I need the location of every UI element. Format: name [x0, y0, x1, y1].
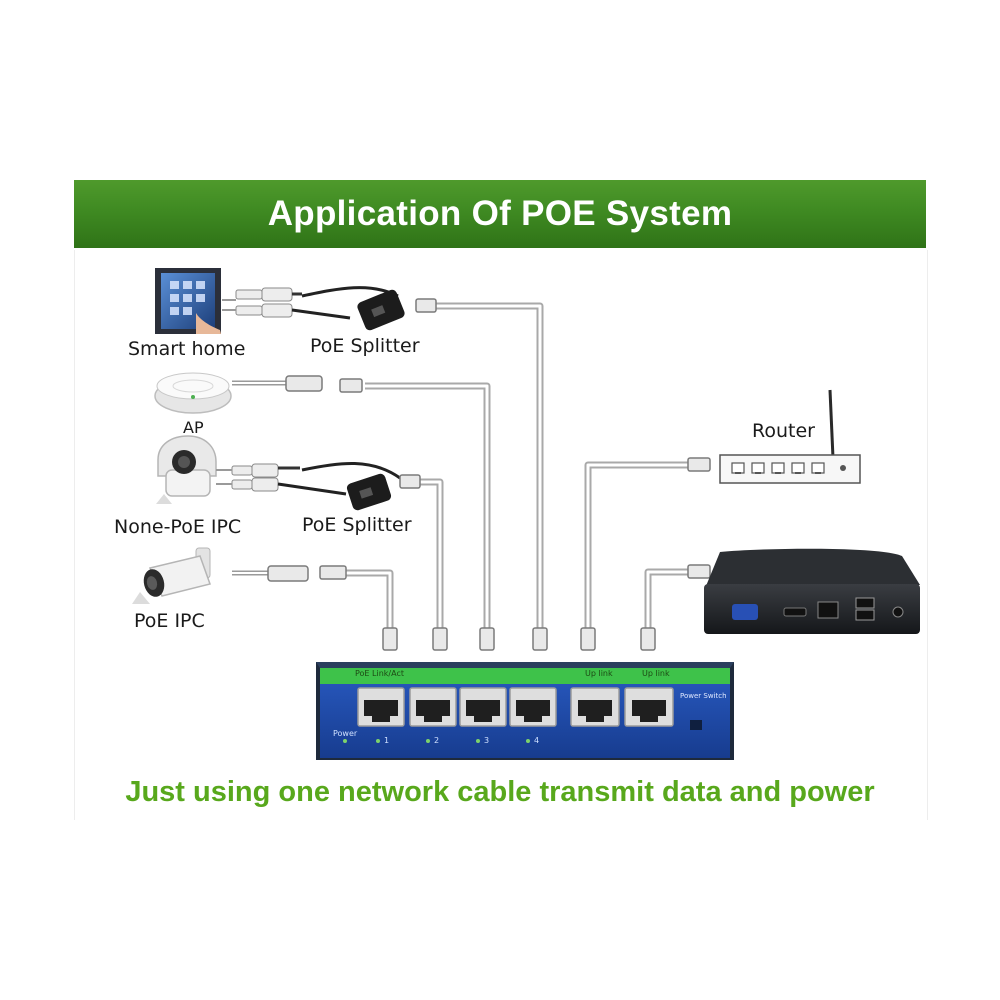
none-poe-ipc-device	[156, 435, 279, 504]
switch-port-label-2: 2	[434, 736, 440, 745]
nvr-device	[704, 548, 920, 634]
ap-device	[154, 372, 232, 414]
switch-poe-label: PoE Link/Act	[355, 669, 404, 678]
cable-poe-ipc	[345, 569, 394, 630]
cable-nvr	[644, 568, 690, 630]
switch-uplink-label-2: Up link	[642, 669, 670, 678]
label-poe-splitter-1: PoE Splitter	[310, 335, 420, 357]
poe-ipc-device	[132, 547, 211, 604]
cable-router	[584, 461, 690, 630]
footer-caption: Just using one network cable transmit da…	[125, 776, 875, 808]
smart-home-device	[155, 268, 293, 334]
network-cables	[232, 286, 690, 630]
label-none-poe-ipc: None-PoE IPC	[114, 516, 242, 538]
router-device	[719, 389, 861, 484]
label-poe-ipc: PoE IPC	[134, 610, 205, 632]
rj45-plugs	[267, 298, 711, 651]
switch-green-strip	[320, 664, 730, 684]
label-poe-splitter-2: PoE Splitter	[302, 514, 412, 536]
poe-splitter-2	[277, 466, 392, 511]
diagram-frame	[74, 250, 928, 820]
switch-port-label-3: 3	[484, 736, 490, 745]
label-ap: AP	[183, 418, 204, 437]
cable-none-poe-ipc	[415, 478, 444, 630]
poe-switch	[316, 662, 734, 760]
switch-ports	[357, 687, 674, 727]
title-banner: Application Of POE System	[74, 180, 926, 248]
switch-port-label-1: 1	[384, 736, 390, 745]
switch-port-label-4: 4	[534, 736, 540, 745]
poe-splitter-1	[291, 289, 405, 331]
page-title: Application Of POE System	[267, 194, 733, 233]
label-smart-home: Smart home	[128, 338, 246, 360]
switch-uplink-label-1: Up link	[585, 669, 613, 678]
cable-ap	[365, 382, 491, 630]
switch-model-text: Power Switch	[680, 692, 727, 700]
label-router: Router	[752, 420, 815, 442]
switch-power-label: Power	[333, 729, 358, 738]
